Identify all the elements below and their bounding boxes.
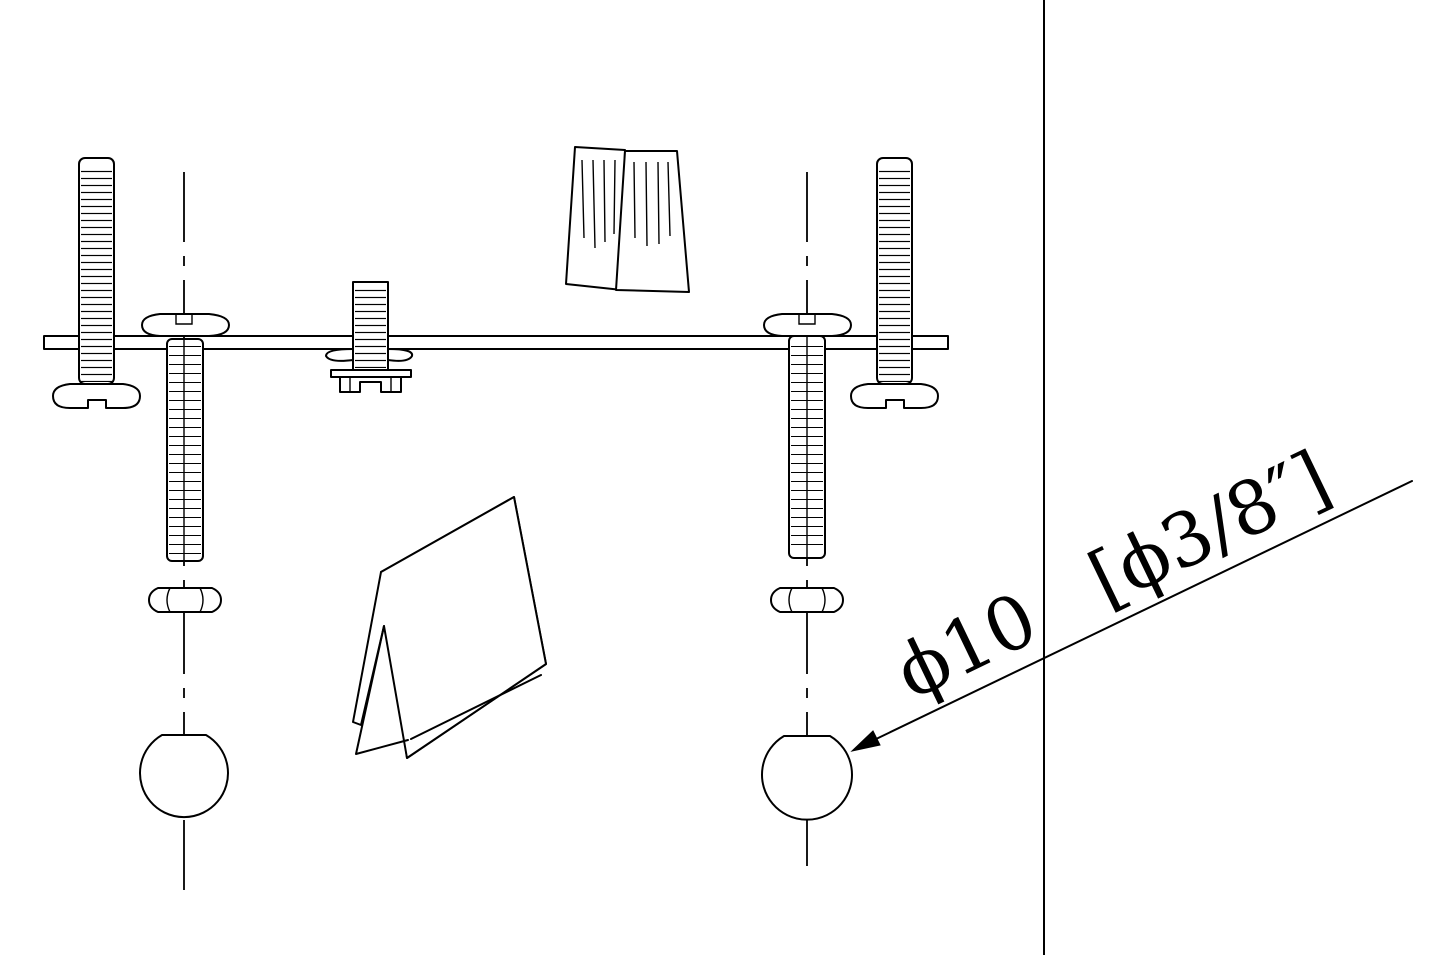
long-screw-left — [52, 157, 141, 409]
mounting-bolt-left — [141, 172, 230, 890]
wire-nuts — [565, 146, 690, 293]
mounting-hole-right — [761, 735, 853, 821]
hex-nut-left — [148, 587, 222, 613]
mounting-hole-left — [139, 734, 229, 819]
instruction-sheet — [352, 496, 547, 759]
ground-screw — [325, 281, 414, 393]
dimension-imperial: [ϕ3/8″] — [1076, 435, 1343, 623]
hex-nut-right — [770, 587, 844, 613]
diameter-dimension: ϕ10 [ϕ3/8″] — [850, 435, 1413, 752]
mounting-bolt-right — [763, 172, 852, 866]
mounting-strap — [43, 335, 949, 350]
long-screw-right — [850, 157, 939, 409]
